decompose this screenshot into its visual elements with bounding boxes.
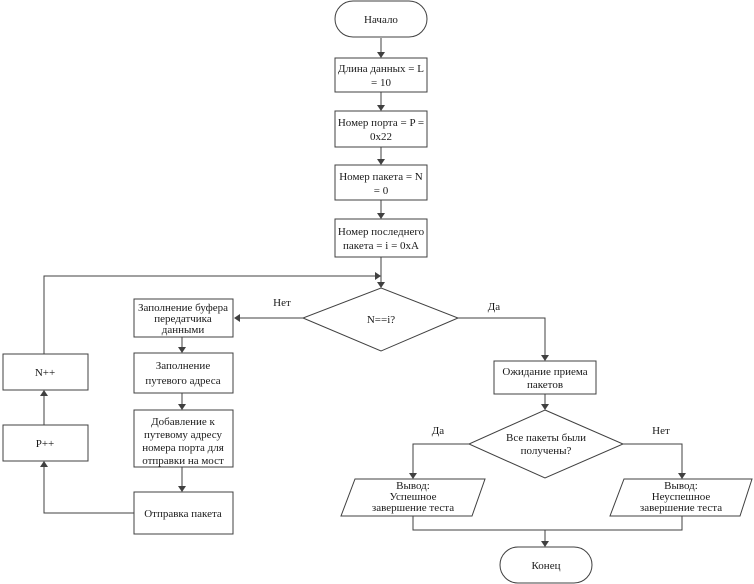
last-packet-line-2: пакета = i = 0xA <box>343 240 419 252</box>
end-label: Конец <box>532 560 561 572</box>
send-packet-process: Отправка пакета <box>133 491 234 535</box>
output-success-io: Вывод: Успешное завершение теста <box>340 478 486 517</box>
fill-path-line-1: Заполнение <box>156 360 211 372</box>
arrowhead <box>377 52 385 58</box>
fill-buffer-line-1: Заполнение буфера <box>138 302 228 314</box>
decision-n-eq-i: N==i? <box>301 287 460 352</box>
wait-receive-process: Ожидание приема пакетов <box>493 360 597 395</box>
wait-receive-line-2: пакетов <box>527 379 563 391</box>
add-port-line-4: отправки на мост <box>142 455 224 467</box>
edge-decision-yes <box>458 317 546 355</box>
add-port-line-3: номера порта для <box>142 442 224 454</box>
start-terminator: Начало <box>334 0 428 38</box>
n-increment-label: N++ <box>35 367 55 379</box>
n-increment-process: N++ <box>2 353 89 391</box>
output-failure-line-1: Вывод: <box>664 480 698 492</box>
output-failure-io: Вывод: Неуспешное завершение теста <box>609 478 753 517</box>
p-increment-process: P++ <box>2 424 89 462</box>
decision-all-received-line-2: получены? <box>521 445 572 457</box>
connectors <box>40 38 686 547</box>
arrowhead <box>178 404 186 410</box>
edge-success-merge <box>412 516 545 531</box>
arrowhead <box>541 541 549 547</box>
output-failure-line-2: Неуспешное <box>652 491 711 503</box>
label-yes-1: Да <box>488 301 501 313</box>
wait-receive-line-1: Ожидание приема <box>502 366 587 378</box>
packet-number-line-1: Номер пакета = N <box>339 171 423 183</box>
arrowhead <box>409 473 417 479</box>
edge-labels: Нет Да Да Нет <box>273 297 670 437</box>
add-port-line-1: Добавление к <box>151 416 215 428</box>
label-no-1: Нет <box>273 297 291 309</box>
arrowhead <box>377 213 385 219</box>
decision-all-received: Все пакеты были получены? <box>467 409 625 479</box>
edge-send-to-p <box>43 467 134 514</box>
arrowhead <box>377 105 385 111</box>
add-port-line-2: путевому адресу <box>144 429 223 441</box>
edge-decision2-yes <box>412 443 469 473</box>
decision-all-received-line-1: Все пакеты были <box>506 432 586 444</box>
label-no-2: Нет <box>652 425 670 437</box>
fill-path-address-process: Заполнение путевого адреса <box>133 352 234 394</box>
data-length-process: Длина данных = L = 10 <box>334 57 428 93</box>
fill-buffer-process: Заполнение буфера передатчика данными <box>133 298 234 338</box>
last-packet-number-process: Номер последнего пакета = i = 0xA <box>334 218 428 258</box>
packet-number-line-2: = 0 <box>374 185 389 197</box>
output-success-line-3: завершение теста <box>372 502 454 514</box>
p-increment-label: P++ <box>36 438 55 450</box>
port-number-line-1: Номер порта = P = <box>338 117 424 129</box>
arrowhead <box>377 159 385 165</box>
arrowhead <box>234 314 240 322</box>
port-number-process: Номер порта = P = 0x22 <box>334 110 428 148</box>
edge-decision2-no <box>623 443 683 473</box>
arrowhead <box>40 390 48 396</box>
data-length-line-1: Длина данных = L <box>338 63 424 75</box>
edge-n-loop-back <box>43 275 375 354</box>
port-number-line-2: 0x22 <box>370 131 392 143</box>
arrowhead <box>178 347 186 353</box>
arrowhead <box>541 355 549 361</box>
output-failure-line-3: завершение теста <box>640 502 722 514</box>
data-length-line-2: = 10 <box>371 77 391 89</box>
fill-buffer-line-3: данными <box>162 324 205 336</box>
arrowhead <box>377 282 385 288</box>
output-success-line-2: Успешное <box>390 491 437 503</box>
fill-buffer-line-2: передатчика <box>154 313 212 325</box>
packet-number-process: Номер пакета = N = 0 <box>334 164 428 201</box>
last-packet-line-1: Номер последнего <box>338 226 425 238</box>
start-label: Начало <box>364 14 398 26</box>
edge-failure-merge <box>545 516 683 531</box>
fill-path-line-2: путевого адреса <box>145 375 220 387</box>
decision-n-eq-i-label: N==i? <box>367 314 395 326</box>
add-port-process: Добавление к путевому адресу номера порт… <box>133 409 234 468</box>
label-yes-2: Да <box>432 425 445 437</box>
send-packet-label: Отправка пакета <box>144 508 222 520</box>
arrowhead <box>40 461 48 467</box>
end-terminator: Конец <box>499 546 593 584</box>
arrowhead <box>541 404 549 410</box>
arrowhead <box>375 272 381 280</box>
output-success-line-1: Вывод: <box>396 480 430 492</box>
arrowhead <box>178 486 186 492</box>
arrowhead <box>678 473 686 479</box>
